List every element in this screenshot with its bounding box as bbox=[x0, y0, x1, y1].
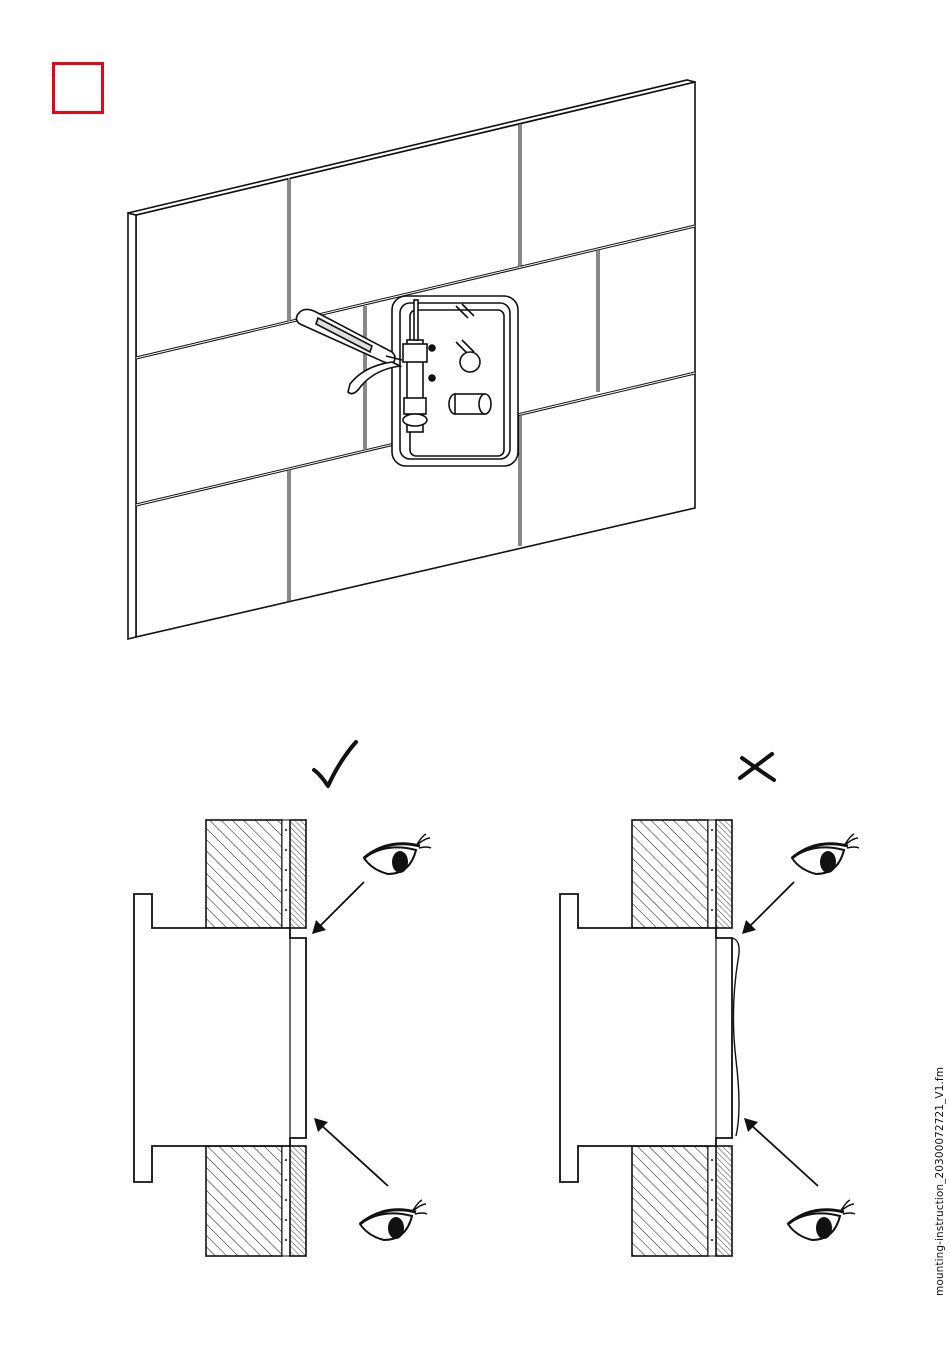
concealed-box bbox=[392, 296, 518, 466]
footer-filename: mounting-instruction_20300072721_V1.fm bbox=[934, 1067, 946, 1296]
eye-icon bbox=[792, 834, 859, 874]
eye-icon bbox=[364, 834, 431, 874]
eye-icon bbox=[360, 1200, 427, 1240]
box-profile bbox=[134, 894, 306, 1182]
check-mark-icon bbox=[314, 742, 356, 786]
incorrect-installation-panel bbox=[560, 754, 859, 1256]
eye-icon bbox=[788, 1200, 855, 1240]
correct-installation-panel bbox=[134, 742, 431, 1256]
cross-mark-icon bbox=[740, 754, 774, 780]
wall-left-edge bbox=[128, 213, 136, 639]
wall-section-lower bbox=[206, 1146, 282, 1256]
wall-section-upper bbox=[206, 820, 282, 928]
